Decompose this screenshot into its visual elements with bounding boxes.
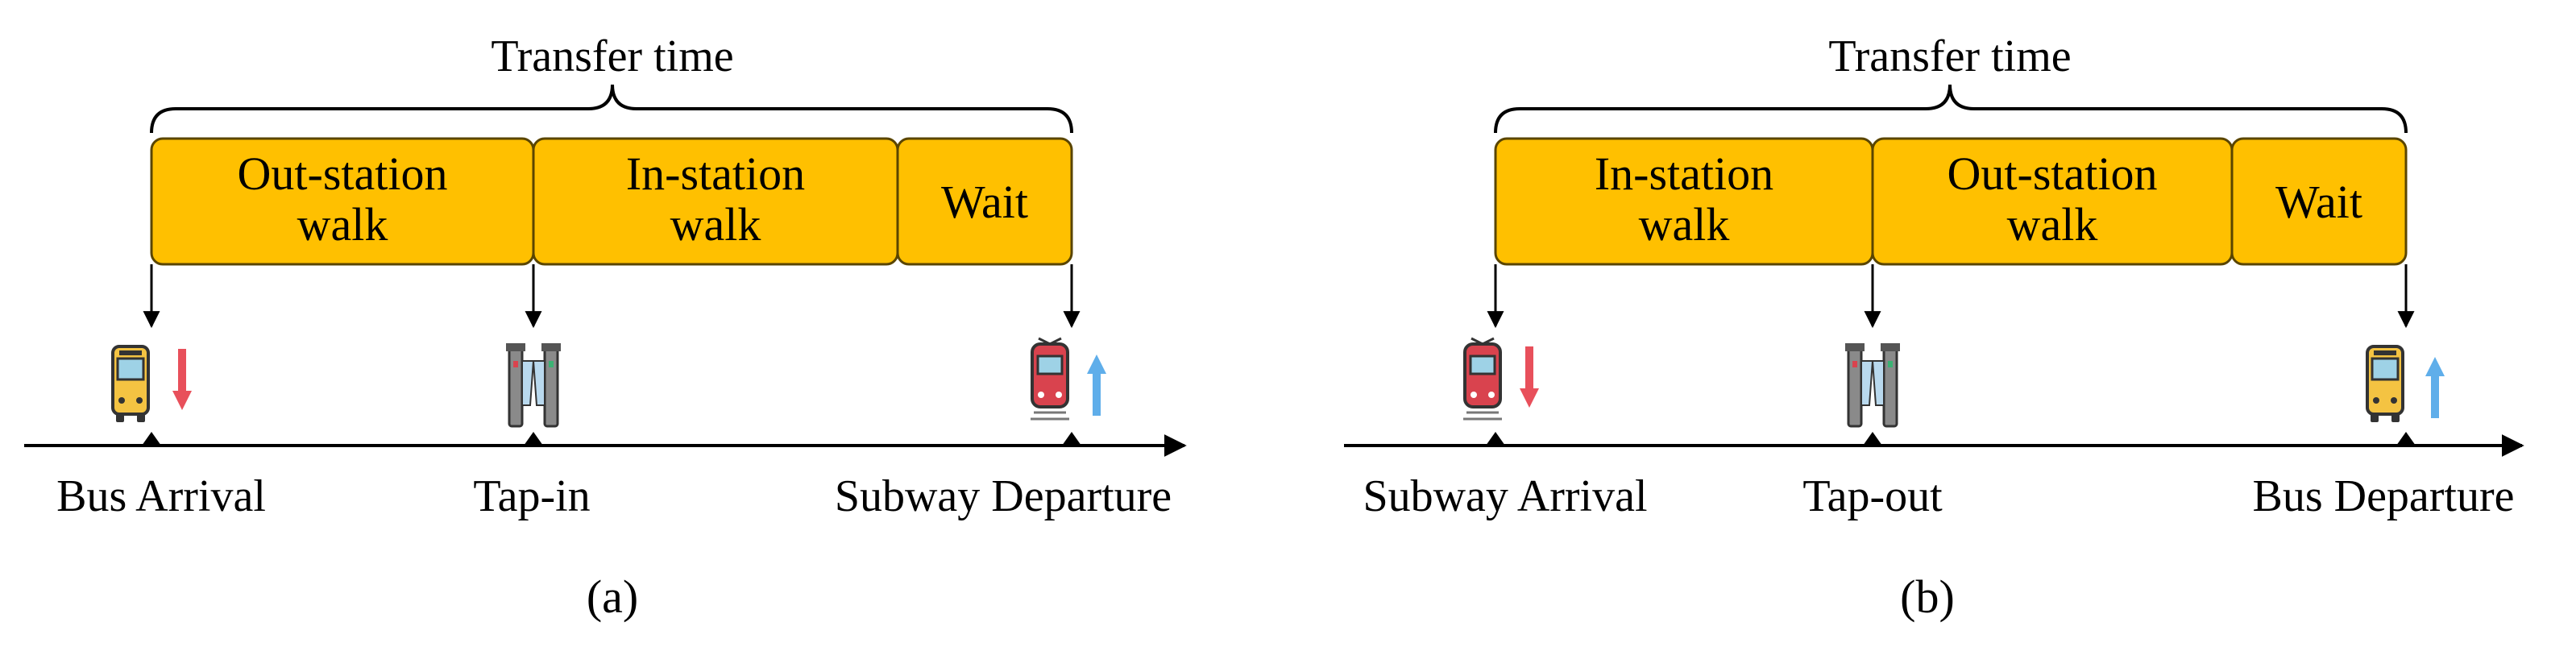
transfer-time-bracket: [150, 84, 1073, 134]
panel-b: Transfer time In-station walk Out-statio…: [1344, 31, 2524, 623]
timeline-tick: [1486, 432, 1505, 446]
transfer-time-bracket: [1494, 84, 2408, 134]
event-label: Tap-in: [473, 471, 590, 521]
bus-arrival-icon: [111, 345, 192, 424]
segment-label: walk: [670, 198, 761, 251]
turnstile-icon: [1844, 342, 1902, 428]
timeline-tick: [1062, 432, 1081, 446]
event-label: Subway Departure: [835, 471, 1172, 521]
segment-wait: [2230, 137, 2408, 266]
segment-label: In-station: [1595, 147, 1773, 200]
subway-arrival-icon: [1462, 337, 1539, 421]
panel-caption: (a): [587, 570, 638, 623]
segment-label: Wait: [941, 176, 1028, 228]
segment-label: Out-station: [238, 147, 448, 200]
bracket-label: Transfer time: [491, 31, 733, 81]
bus-departure-icon: [2366, 345, 2445, 424]
segment-wait: [896, 137, 1073, 266]
event-label: Tap-out: [1802, 471, 1943, 521]
event-label: Subway Arrival: [1363, 471, 1647, 521]
timeline-tick: [142, 432, 161, 446]
segment-label: Wait: [2275, 176, 2362, 228]
timeline-tick: [2396, 432, 2416, 446]
panel-caption: (b): [1900, 570, 1955, 623]
timeline-tick: [524, 432, 543, 446]
timeline-tick: [1863, 432, 1882, 446]
segment-label: walk: [2007, 198, 2098, 251]
bracket-label: Transfer time: [1828, 31, 2071, 81]
event-label: Bus Departure: [2252, 471, 2514, 521]
segment-label: walk: [1639, 198, 1730, 251]
segment-label: walk: [297, 198, 388, 251]
panel-a: Transfer time Out-station walk In-statio…: [24, 31, 1187, 623]
segment-label: Out-station: [1948, 147, 2158, 200]
event-label: Bus Arrival: [56, 471, 266, 521]
segment-label: In-station: [626, 147, 805, 200]
turnstile-icon: [504, 342, 562, 428]
subway-departure-icon: [1029, 337, 1106, 421]
